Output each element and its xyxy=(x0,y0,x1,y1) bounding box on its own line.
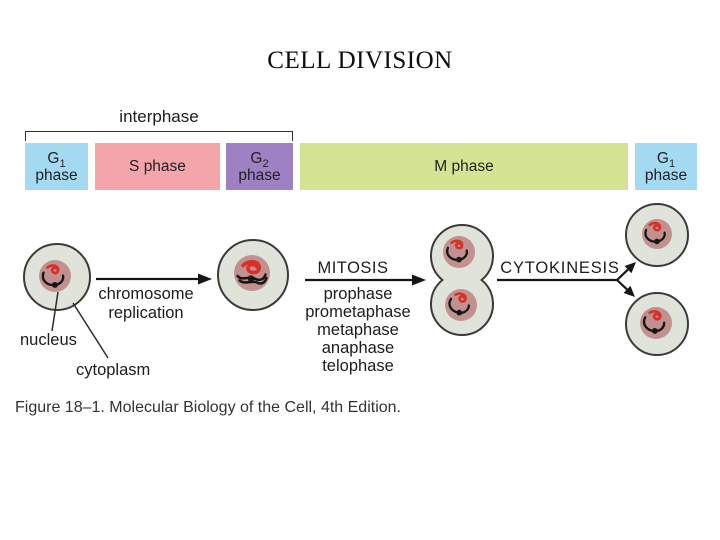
phase-box-g1-left: G1 phase xyxy=(25,143,88,190)
mitosis-title: MITOSIS xyxy=(317,259,389,277)
phase-box-g1-right-line1: G1 xyxy=(656,149,676,170)
mitosis-phase-anaphase: anaphase xyxy=(321,339,395,357)
chromosome-replication-line2: replication xyxy=(108,303,184,322)
nucleus-leader-line xyxy=(51,291,59,332)
cell-g1 xyxy=(23,243,91,311)
phase-box-g1-left-line1: G1 xyxy=(47,149,66,170)
phase-box-g1-left-sub: 1 xyxy=(59,157,66,170)
cytokinesis-branch-down xyxy=(616,279,628,291)
replication-arrowhead-icon xyxy=(198,273,212,285)
cytoplasm-label: cytoplasm xyxy=(76,361,151,379)
cytoplasm-leader-line xyxy=(72,302,109,359)
phase-box-g2-sub: 2 xyxy=(262,157,269,170)
phase-box-m-label: M phase xyxy=(434,158,494,175)
slide-title: CELL DIVISION xyxy=(267,47,453,74)
mitosis-phase-list: prophase prometaphase metaphase anaphase… xyxy=(296,285,420,375)
phase-box-g1-right-main: G xyxy=(656,149,669,167)
phase-box-g2: G2 phase xyxy=(226,143,293,190)
daughter-cell-top xyxy=(625,203,689,267)
chromosome-replication-label: chromosome replication xyxy=(80,285,212,322)
phase-box-g1-left-main: G xyxy=(47,149,60,167)
mitosis-phase-telophase: telophase xyxy=(322,357,394,375)
phase-box-g1-right-sub: 1 xyxy=(668,157,676,170)
cell-dividing-nucleus-top xyxy=(443,236,475,268)
cytokinesis-arrowhead-down-icon xyxy=(623,285,635,297)
phase-box-g2-line2: phase xyxy=(238,166,281,184)
daughter-cell-bottom-nucleus xyxy=(640,307,672,339)
cytokinesis-branch-up xyxy=(616,268,629,281)
cytokinesis-title: CYTOKINESIS xyxy=(500,259,620,277)
nucleus-label: nucleus xyxy=(20,331,77,349)
cell-replicated xyxy=(217,239,289,311)
figure-caption: Figure 18–1. Molecular Biology of the Ce… xyxy=(15,399,401,416)
daughter-cell-top-nucleus xyxy=(642,219,672,249)
phase-box-g2-main: G xyxy=(250,149,263,167)
phase-box-g2-line1: G2 xyxy=(250,149,269,170)
interphase-bracket xyxy=(25,131,293,141)
phase-box-s-label: S phase xyxy=(129,158,186,175)
cell-dividing xyxy=(430,224,494,336)
mitosis-phase-prophase: prophase xyxy=(323,285,393,303)
phase-box-g1-left-line2: phase xyxy=(35,166,78,184)
mitosis-phase-prometaphase: prometaphase xyxy=(305,303,411,321)
phase-box-g1-right: G1 phase xyxy=(635,143,697,190)
cytokinesis-arrowhead-up-icon xyxy=(624,262,636,274)
mitosis-phase-metaphase: metaphase xyxy=(317,321,399,339)
cell-dividing-nucleus-bottom xyxy=(445,289,477,321)
interphase-label: interphase xyxy=(119,107,199,126)
phase-box-m: M phase xyxy=(300,143,628,190)
mitosis-arrowhead-icon xyxy=(412,274,426,286)
daughter-cell-bottom xyxy=(625,292,689,356)
phase-box-g1-right-line2: phase xyxy=(644,166,688,184)
chromosome-replication-line1: chromosome xyxy=(98,285,194,303)
phase-box-s: S phase xyxy=(95,143,220,190)
